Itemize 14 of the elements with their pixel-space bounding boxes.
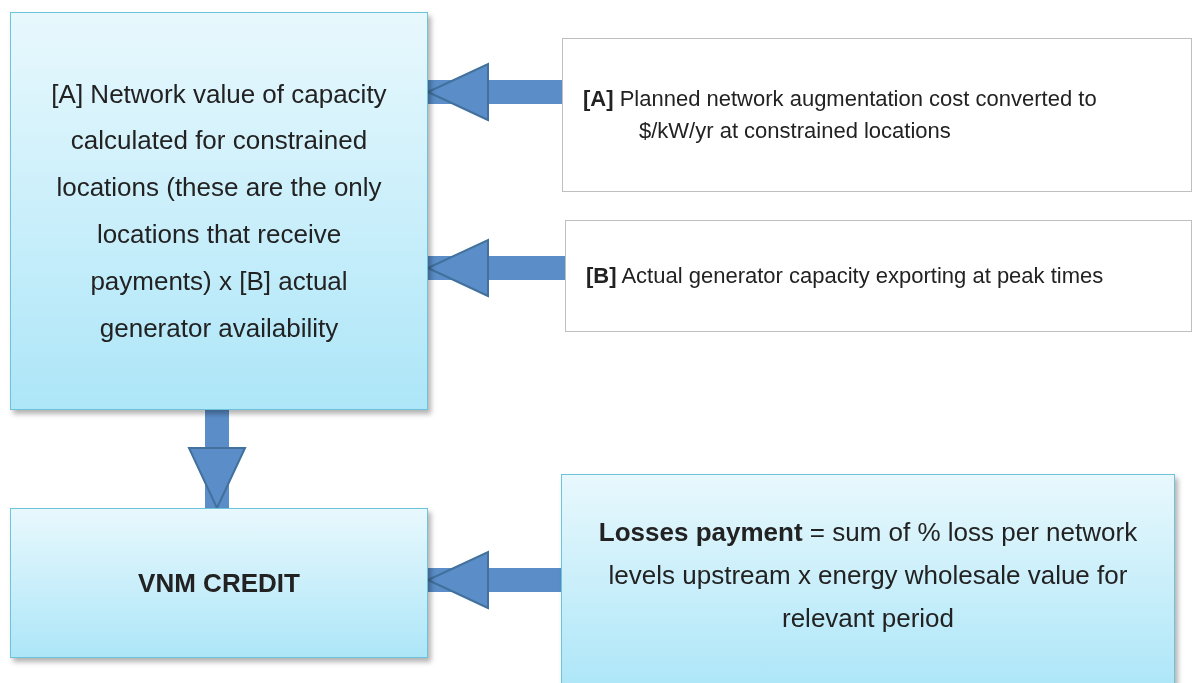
box-text: [A] Planned network augmentation cost converted to $/kW/yr at constrained locations <box>583 85 1098 145</box>
box-text: [A] Network value of capacity calculated for constrained locations (these are the only locations that receive payments) x [B] actual generator availability <box>50 77 388 345</box>
process-box <box>10 12 428 410</box>
block-arrow <box>427 63 562 121</box>
box-text: [B] Actual generator capacity exporting at peak times <box>586 262 1104 291</box>
box-text: Losses payment = sum of % loss per network levels upstream x energy wholesale value for relevant period <box>597 516 1139 635</box>
process-box <box>561 474 1175 683</box>
block-arrow <box>427 551 561 609</box>
input-box <box>562 38 1192 192</box>
process-box <box>10 508 428 658</box>
block-arrow <box>427 239 565 297</box>
input-box <box>565 220 1192 332</box>
block-arrow <box>188 410 246 509</box>
box-text: VNM CREDIT <box>138 566 300 600</box>
